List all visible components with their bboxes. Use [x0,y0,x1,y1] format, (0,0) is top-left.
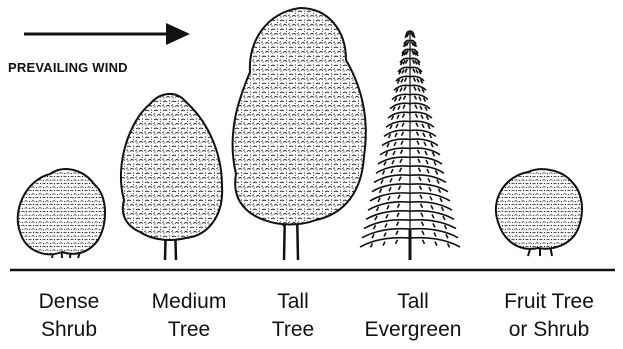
caption-tall-tree: Tall Tree [228,288,358,344]
tall-tree-icon [233,8,366,260]
prevailing-wind-label: PREVAILING WIND [8,60,128,75]
right-arrow-icon [24,23,190,45]
caption-fruit-tree-or-shrub: Fruit Tree or Shrub [484,288,614,344]
dense-shrub-icon [18,169,105,258]
caption-line: Tall [228,288,358,316]
caption-dense-shrub: Dense Shrub [4,288,134,344]
medium-tree-icon [121,94,222,260]
caption-line: Fruit Tree [484,288,614,316]
caption-line: Dense [4,288,134,316]
caption-line: or Shrub [484,316,614,344]
evergreen-tree-icon [360,30,460,260]
caption-line: Tall [348,288,478,316]
caption-line: Tree [228,316,358,344]
caption-line: Evergreen [348,316,478,344]
caption-line: Shrub [4,316,134,344]
caption-tall-evergreen: Tall Evergreen [348,288,478,344]
fruit-shrub-icon [496,169,582,256]
